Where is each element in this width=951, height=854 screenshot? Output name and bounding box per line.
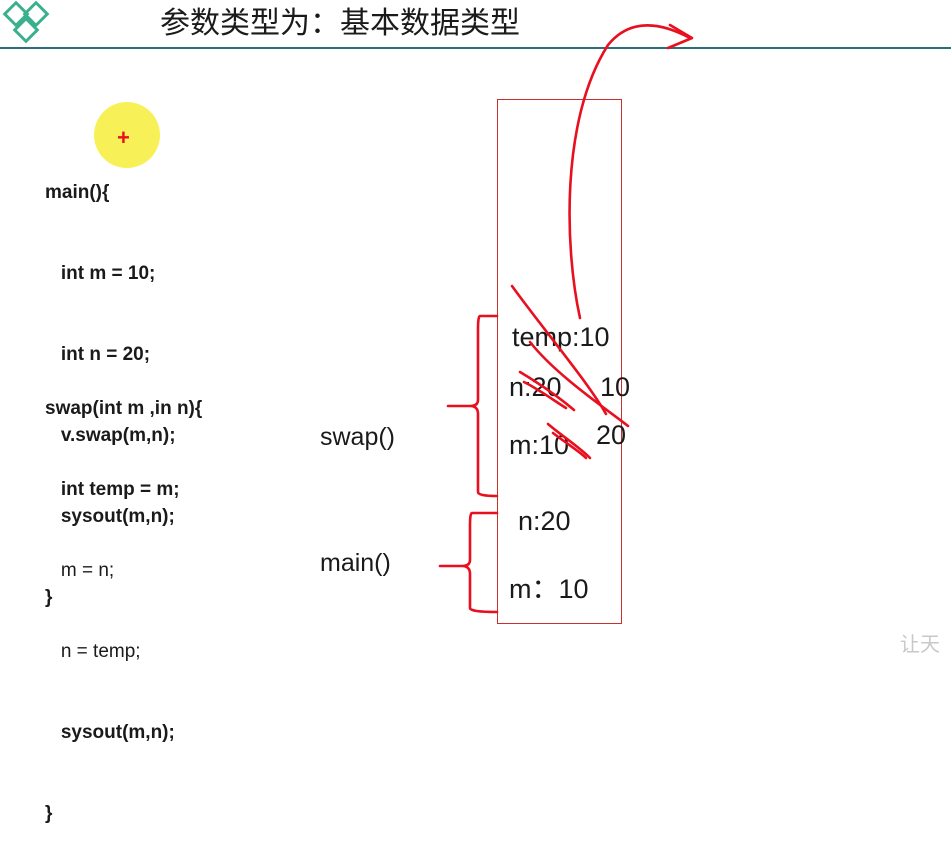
code-line: int n = 20;: [45, 344, 151, 365]
code-line: n = temp;: [45, 641, 141, 662]
logo-icon: [2, 0, 50, 44]
main-m-cell: m：10: [509, 574, 589, 604]
title-divider: [0, 47, 951, 49]
code-line: swap(int m ,in n){: [45, 398, 203, 419]
swap-frame-bracket: [446, 314, 499, 498]
code-line: int temp = m;: [45, 479, 180, 500]
swap-m-new-value: 20: [596, 420, 627, 450]
code-line: }: [45, 587, 53, 608]
slide-title: 参数类型为：基本数据类型: [160, 6, 520, 41]
code-line: main(){: [45, 182, 110, 203]
code-line: v.swap(m,n);: [45, 425, 176, 446]
cursor-plus-icon: +: [117, 125, 130, 150]
code-line: m = n;: [45, 560, 115, 581]
swap-temp-cell: temp:10: [512, 322, 610, 352]
swap-frame-label: swap(): [320, 423, 396, 451]
swap-m-cell: m:10: [509, 430, 570, 460]
code-line: int m = 10;: [45, 263, 156, 284]
stack-memory-box: [497, 99, 622, 624]
code-line: sysout(m,n);: [45, 722, 175, 743]
code-block-swap: swap(int m ,in n){ int temp = m; m = n; …: [45, 341, 202, 854]
main-frame-label: main(): [320, 549, 391, 577]
main-n-cell: n:20: [518, 506, 571, 536]
code-block-main: main(){ int m = 10; int n = 20; v.swap(m…: [45, 125, 176, 638]
cursor-highlight: [94, 102, 160, 168]
swap-n-new-value: 10: [600, 372, 631, 402]
return-arrow-head: [666, 23, 694, 50]
code-line: }: [45, 803, 53, 824]
main-frame-bracket: [438, 511, 499, 614]
watermark: 让天: [900, 634, 940, 656]
code-line: sysout(m,n);: [45, 506, 175, 527]
swap-n-cell: n:20: [509, 372, 562, 402]
